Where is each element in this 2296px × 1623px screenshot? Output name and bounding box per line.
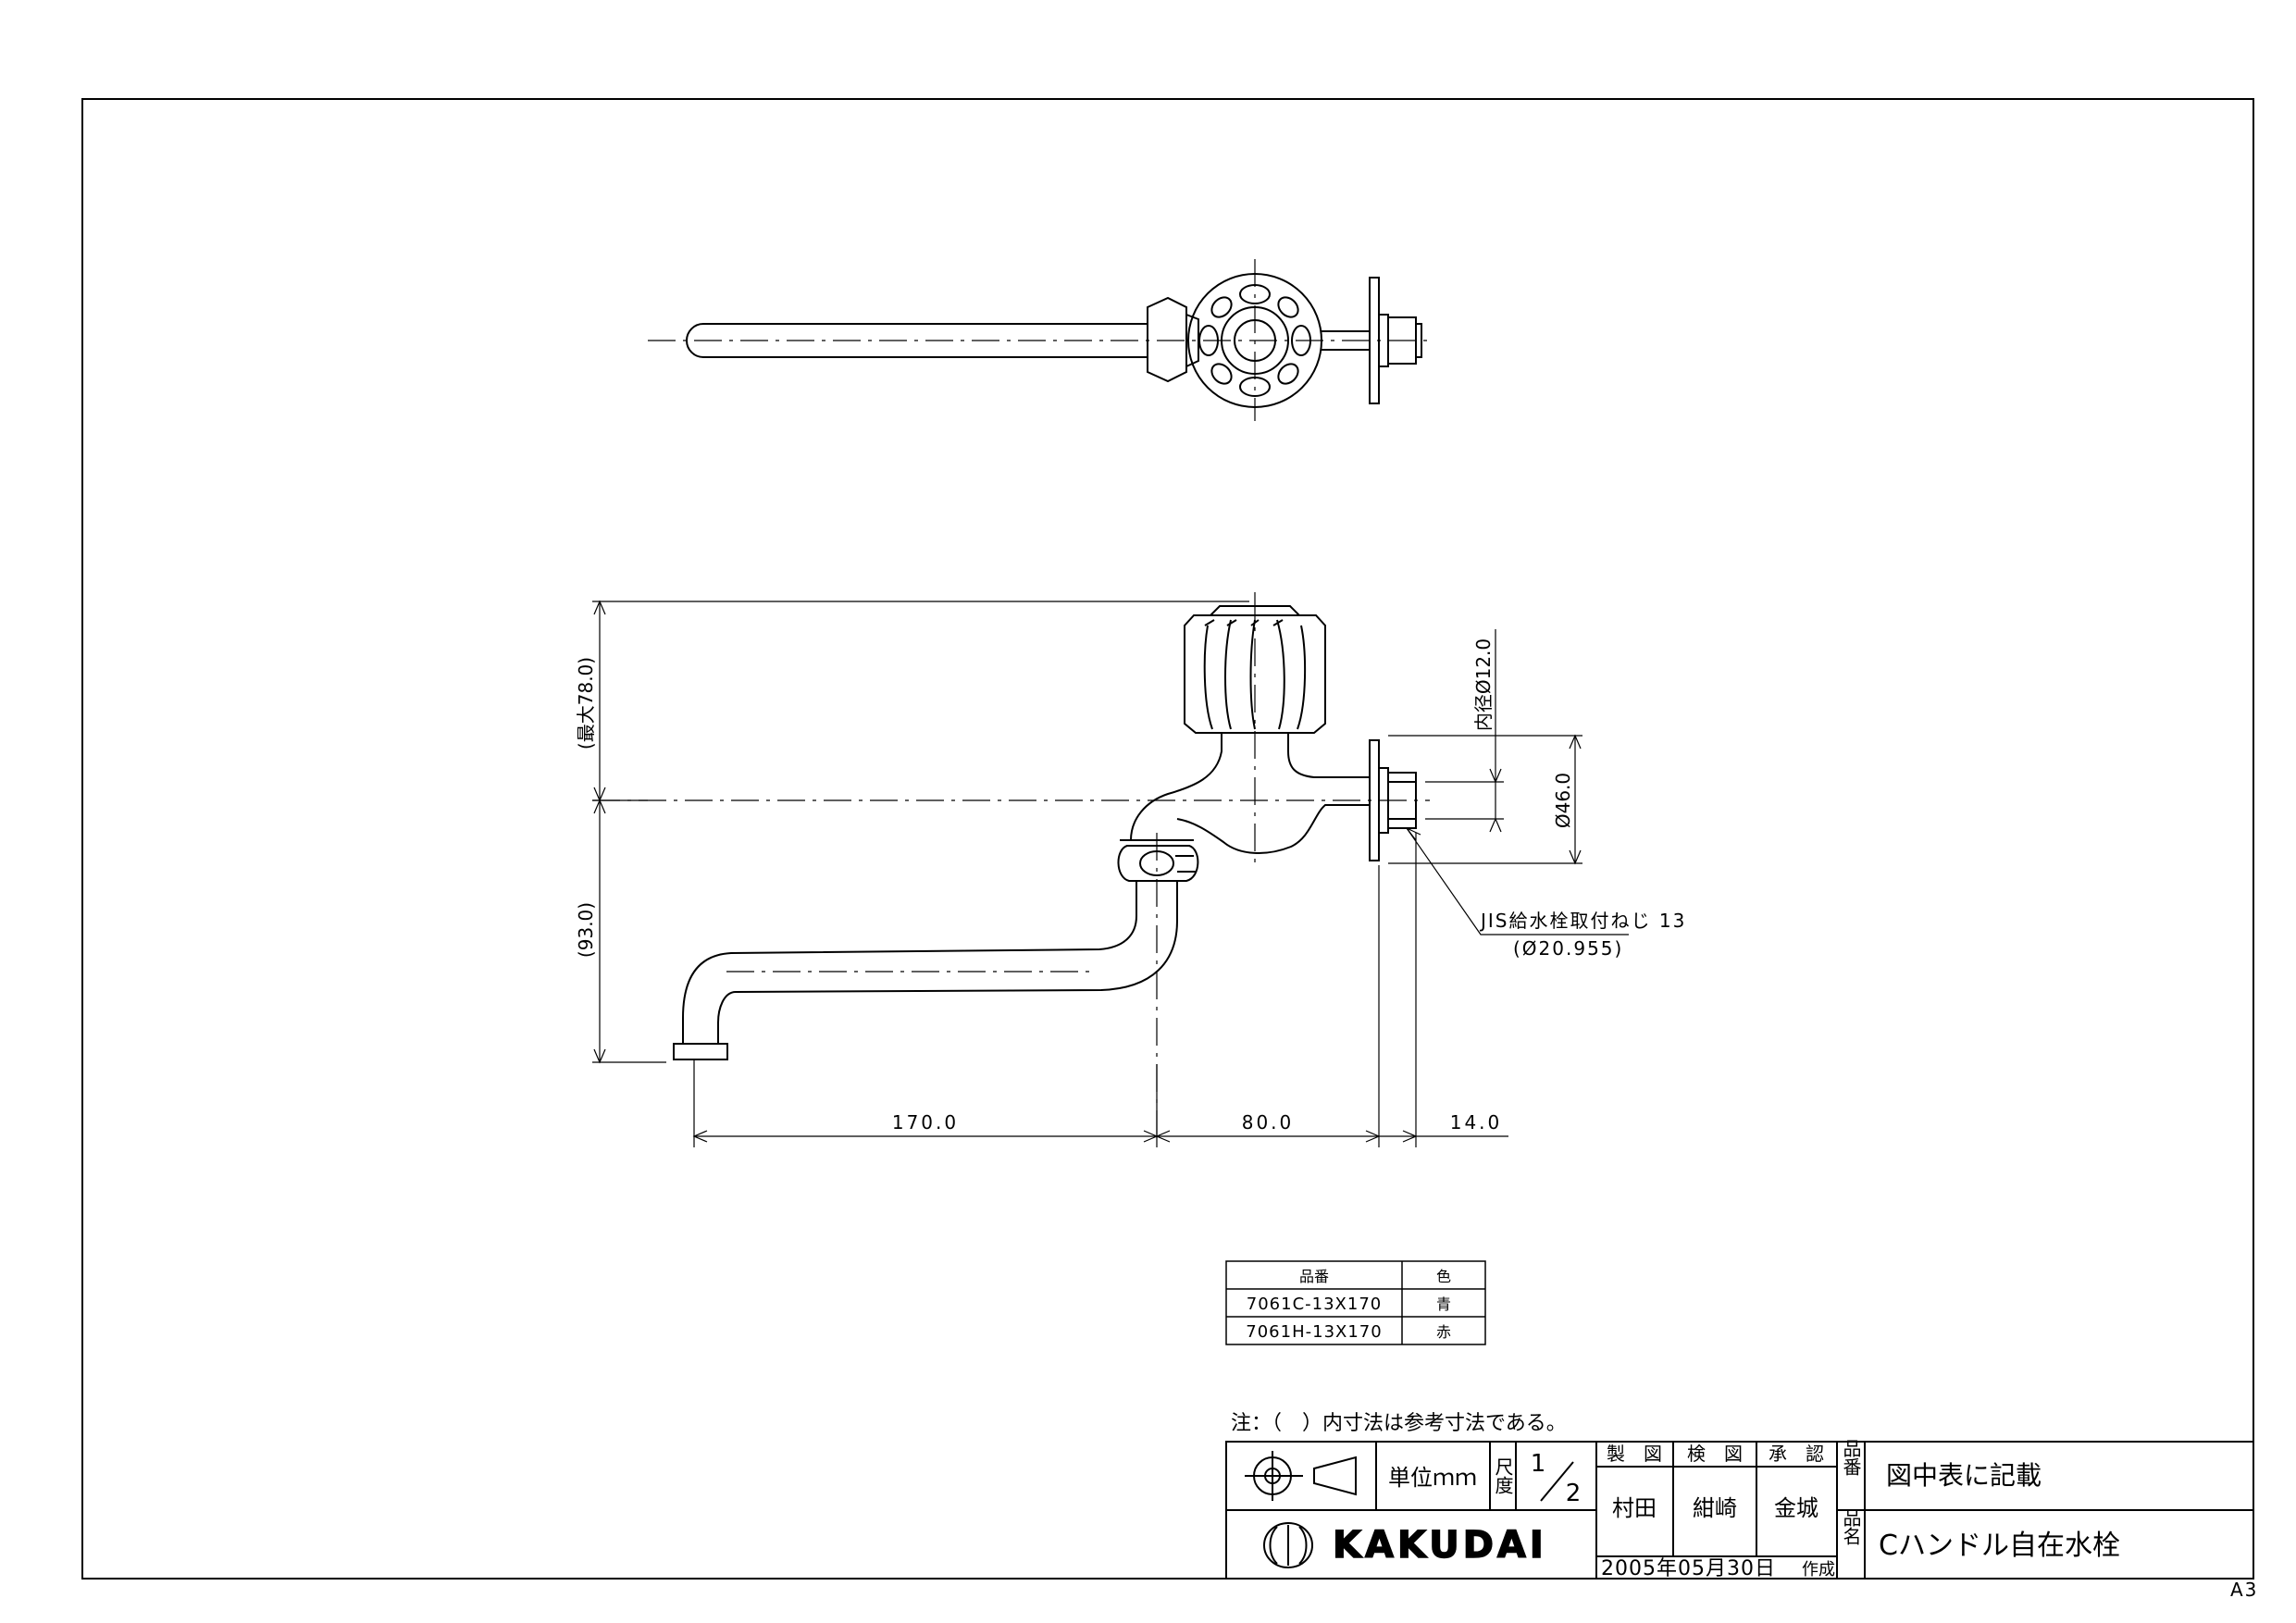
checked-by: 紺崎: [1693, 1495, 1737, 1521]
table-cell-color-2: 赤: [1436, 1323, 1451, 1341]
dimension-texts: (最大78.0) (93.0) 内径Ø12.0 Ø46.0 170.0 80.0…: [575, 638, 1686, 1134]
drawn-label: 製 図: [1607, 1443, 1662, 1465]
title-block: 単位ｍｍ 尺度 1 2 製 図 検 図 承 認 村田 紺崎 金城 品番 図中表に…: [1225, 1439, 2254, 1580]
parts-table: 品番 色 7061C-13X170 青 7061H-13X170 赤: [1225, 1260, 1486, 1345]
drawn-by: 村田: [1612, 1495, 1657, 1521]
dim-lower-height: (93.0): [575, 902, 597, 958]
approved-by: 金城: [1774, 1495, 1818, 1521]
approved-label: 承 認: [1769, 1443, 1824, 1465]
dim-thread-length: 14.0: [1450, 1111, 1503, 1134]
sheet-border: [81, 98, 2254, 1580]
front-view: [673, 605, 1417, 1060]
product-name: Cハンドル自在水栓: [1879, 1530, 2120, 1562]
scale-label: 尺度: [1492, 1457, 1514, 1494]
table-cell-color-1: 青: [1436, 1295, 1451, 1313]
scale-numerator: 1: [1531, 1450, 1546, 1478]
created-label: 作成: [1802, 1560, 1835, 1580]
table-header-color: 色: [1436, 1268, 1451, 1285]
unit-label: 単位ｍｍ: [1388, 1465, 1477, 1491]
part-no-label: 品番: [1840, 1439, 1862, 1476]
dimension-lines: [592, 600, 1629, 1147]
brand-logo: KAKUDAI: [1333, 1524, 1547, 1567]
table-cell-part-no-2: 7061H-13X170: [1246, 1322, 1382, 1342]
table-cell-part-no-1: 7061C-13X170: [1247, 1295, 1382, 1314]
sheet-size: A3: [2230, 1579, 2258, 1601]
reference-note: 注：（ ）内寸法は参考寸法である。: [1231, 1412, 1567, 1435]
dim-body-length: 80.0: [1242, 1111, 1295, 1134]
thread-diameter: (Ø20.955): [1513, 937, 1623, 960]
scale-denominator: 2: [1566, 1480, 1582, 1507]
part-no-value: 図中表に記載: [1886, 1460, 2042, 1491]
name-label: 品名: [1840, 1508, 1862, 1545]
dim-inner-diameter: 内径Ø12.0: [1472, 638, 1495, 731]
checked-label: 検 図: [1687, 1443, 1743, 1465]
dim-flange-diameter: Ø46.0: [1552, 773, 1574, 828]
table-header-part-no: 品番: [1299, 1268, 1329, 1285]
created-date: 2005年05月30日: [1601, 1557, 1776, 1580]
top-view-centerlines: [648, 259, 1430, 421]
dim-spout-length: 170.0: [892, 1111, 959, 1134]
thread-note: JIS給水栓取付ねじ 13: [1479, 910, 1686, 932]
dim-max-height: (最大78.0): [575, 657, 597, 750]
